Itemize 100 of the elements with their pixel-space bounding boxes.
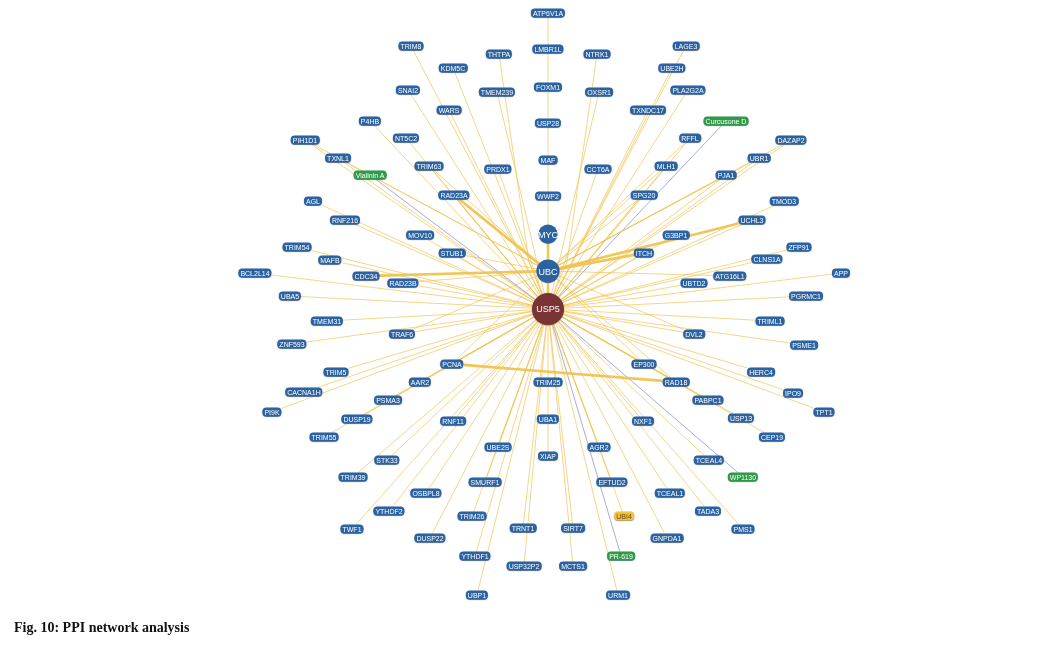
interaction-line <box>562 313 784 390</box>
interaction-line <box>556 142 686 264</box>
interaction-line <box>457 199 539 298</box>
interaction-line <box>379 270 537 277</box>
interaction-line <box>346 162 539 266</box>
interaction-line <box>357 319 537 473</box>
interaction-line <box>553 173 597 295</box>
interaction-line <box>559 270 714 276</box>
interaction-line <box>559 319 739 473</box>
interaction-line <box>410 94 540 296</box>
interaction-line <box>562 205 775 303</box>
interaction-line <box>316 313 534 388</box>
interaction-line <box>547 17 549 45</box>
interaction-line <box>341 262 533 306</box>
interaction-line <box>563 310 791 344</box>
interaction-line <box>563 309 756 321</box>
interaction-line <box>391 319 537 456</box>
interaction-line <box>551 96 599 294</box>
interaction-line <box>459 257 535 302</box>
interaction-line <box>523 324 547 524</box>
interaction-line <box>558 320 740 525</box>
interaction-line <box>464 255 538 270</box>
interaction-line <box>342 309 533 321</box>
interaction-line <box>558 222 739 270</box>
interaction-line <box>412 275 538 330</box>
interaction-line <box>473 323 543 512</box>
interaction-line <box>524 324 547 562</box>
interaction-line <box>556 94 686 296</box>
interaction-line <box>300 296 533 309</box>
interaction-line <box>561 257 637 302</box>
interaction-line <box>354 224 534 303</box>
interaction-line <box>458 198 540 265</box>
interaction-line <box>456 278 541 360</box>
interaction-line <box>547 53 549 83</box>
interaction-line <box>555 278 640 360</box>
interaction-line <box>431 322 542 534</box>
interaction-line <box>321 204 534 303</box>
interaction-line <box>392 321 539 507</box>
interaction-line <box>412 50 541 296</box>
interaction-line <box>547 200 549 225</box>
interaction-line <box>563 285 681 307</box>
interaction-line <box>450 114 542 296</box>
interaction-line <box>499 173 543 295</box>
interaction-line <box>563 273 833 308</box>
interaction-line <box>563 296 790 309</box>
interaction-line <box>560 144 785 301</box>
interaction-line <box>355 320 538 525</box>
interaction-line <box>306 310 533 343</box>
interaction-line <box>552 323 621 552</box>
interaction-line <box>414 311 533 333</box>
interaction-line <box>463 363 663 383</box>
interaction-line <box>558 125 723 298</box>
interaction-line <box>497 96 545 294</box>
interaction-line <box>454 72 543 295</box>
interaction-line <box>557 321 705 507</box>
interaction-line <box>562 313 748 369</box>
interaction-line <box>553 58 597 295</box>
interaction-line <box>281 314 534 409</box>
interaction-line <box>348 313 534 369</box>
interaction-line <box>373 125 538 298</box>
interaction-line <box>558 275 684 330</box>
interaction-line <box>418 285 533 307</box>
interaction-line <box>311 250 533 306</box>
interaction-line <box>547 423 549 452</box>
interaction-line <box>375 179 536 300</box>
interaction-line <box>343 162 536 301</box>
interaction-line <box>551 324 618 591</box>
interaction-line <box>559 253 635 271</box>
interaction-line <box>560 179 721 300</box>
interaction-line <box>562 314 814 409</box>
interaction-line <box>554 114 647 296</box>
interaction-line <box>556 170 662 264</box>
interaction-line <box>477 324 545 591</box>
interaction-line <box>556 199 639 265</box>
hub-protein-node: MYC <box>538 224 558 244</box>
interaction-line <box>563 262 752 306</box>
interaction-line <box>554 72 671 296</box>
interaction-line <box>547 127 549 156</box>
interaction-line <box>560 162 754 301</box>
interaction-line <box>547 386 549 415</box>
interaction-line <box>556 278 672 378</box>
interaction-line <box>549 324 573 562</box>
interaction-line <box>556 321 668 489</box>
figure-caption: Fig. 10: PPI network analysis <box>14 619 190 636</box>
interaction-line <box>562 224 743 303</box>
interaction-line <box>557 162 751 266</box>
interaction-line <box>271 274 533 308</box>
interaction-line <box>549 324 573 524</box>
interaction-line <box>555 322 666 534</box>
interaction-line <box>475 323 544 552</box>
interaction-line <box>547 91 549 119</box>
interaction-line <box>553 323 623 512</box>
interaction-line <box>557 199 641 298</box>
interaction-line <box>563 311 684 333</box>
interaction-line <box>559 319 705 456</box>
interaction-line <box>311 144 536 301</box>
interaction-line <box>563 249 787 306</box>
interaction-line <box>312 144 539 266</box>
interaction-line <box>557 170 663 298</box>
interaction-line <box>547 324 549 378</box>
